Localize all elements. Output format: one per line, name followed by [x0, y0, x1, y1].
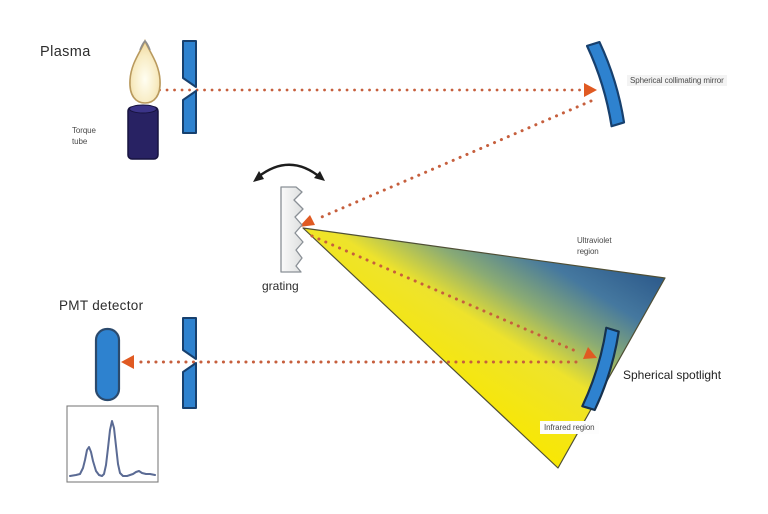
entrance-slit: [182, 40, 197, 134]
plasma-flame-icon: [129, 38, 161, 104]
torch-tube-label: Torque tube: [72, 126, 96, 146]
rotation-arrow-icon: [253, 163, 325, 182]
beam-arrowheads: [121, 83, 597, 369]
arrowhead-at-collimating-mirror: [584, 83, 597, 97]
torch-tube: [127, 104, 159, 160]
pmt-signal-trace: [69, 420, 156, 477]
pmt-tube: [94, 327, 121, 402]
arrowhead-at-grating: [299, 215, 315, 227]
collimating-mirror: [585, 40, 626, 128]
spotlight-mirror: [581, 326, 620, 412]
plasma-label: Plasma: [40, 44, 91, 60]
arrowhead-at-spotlight: [583, 347, 597, 359]
collimating-mirror-label: Spherical collimating mirror: [627, 75, 727, 86]
exit-slit: [182, 317, 197, 409]
infrared-region-label: Infrared region: [540, 421, 599, 434]
beam-mirror-to-grating: [315, 99, 593, 221]
ultraviolet-region-label: Ultraviolet region: [577, 236, 612, 256]
grating-label: grating: [262, 279, 299, 293]
pmt-detector-label: PMT detector: [59, 298, 144, 313]
light-beams: [134, 88, 593, 364]
spectrum-fan: [302, 227, 666, 469]
diffraction-grating: [280, 186, 304, 273]
spotlight-mirror-label: Spherical spotlight: [620, 367, 725, 383]
arrowhead-at-pmt: [121, 355, 134, 369]
emission-spectrum-chart: [66, 405, 159, 483]
